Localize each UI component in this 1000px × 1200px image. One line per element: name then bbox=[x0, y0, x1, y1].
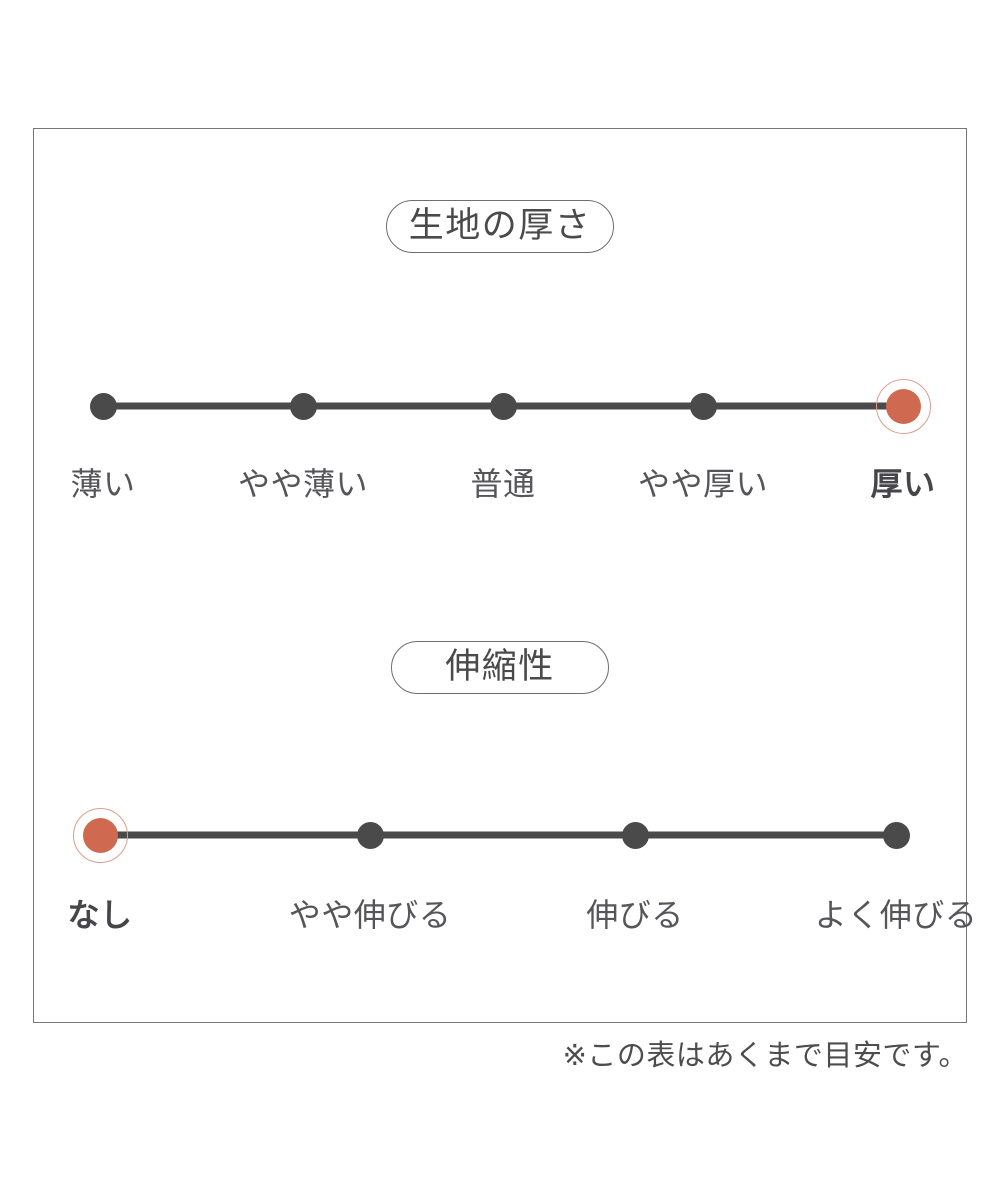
scale-label: やや厚い bbox=[637, 466, 769, 502]
section-title-wrap-thickness: 生地の厚さ bbox=[0, 200, 1000, 256]
section-title-thickness: 生地の厚さ bbox=[385, 200, 615, 253]
scale-node-selected[interactable] bbox=[72, 807, 128, 863]
scale-node-selected[interactable] bbox=[875, 378, 931, 434]
scale-label: やや薄い bbox=[237, 466, 369, 502]
scale-node[interactable] bbox=[689, 392, 717, 420]
track-line-stretch bbox=[100, 831, 896, 839]
section-title-stretch: 伸縮性 bbox=[391, 641, 609, 694]
footnote-disclaimer: ※この表はあくまで目安です。 bbox=[562, 1040, 968, 1072]
scale-label: 伸びる bbox=[586, 897, 684, 933]
scale-label: 普通 bbox=[470, 466, 536, 502]
scale-node[interactable] bbox=[489, 392, 517, 420]
scale-label: なし bbox=[67, 897, 133, 933]
scale-node[interactable] bbox=[89, 392, 117, 420]
scale-node[interactable] bbox=[356, 821, 384, 849]
scale-node[interactable] bbox=[289, 392, 317, 420]
chart-frame bbox=[33, 128, 967, 1023]
scale-labels-thickness: 薄い やや薄い 普通 やや厚い 厚い bbox=[0, 462, 1000, 518]
section-title-wrap-stretch: 伸縮性 bbox=[0, 641, 1000, 697]
scale-label: やや伸びる bbox=[288, 897, 452, 933]
scale-labels-stretch: なし やや伸びる 伸びる よく伸びる bbox=[0, 893, 1000, 949]
scale-label: 厚い bbox=[870, 466, 936, 502]
scale-label: よく伸びる bbox=[814, 897, 978, 933]
scale-node[interactable] bbox=[882, 821, 910, 849]
section-fabric-thickness: 生地の厚さ 薄い やや薄い 普通 やや厚い 厚い bbox=[0, 200, 1000, 518]
scale-node[interactable] bbox=[621, 821, 649, 849]
scale-label: 薄い bbox=[70, 466, 136, 502]
scale-track-stretch[interactable] bbox=[0, 807, 1000, 863]
scale-track-thickness[interactable] bbox=[0, 378, 1000, 434]
section-stretchiness: 伸縮性 なし やや伸びる 伸びる よく伸びる bbox=[0, 641, 1000, 949]
